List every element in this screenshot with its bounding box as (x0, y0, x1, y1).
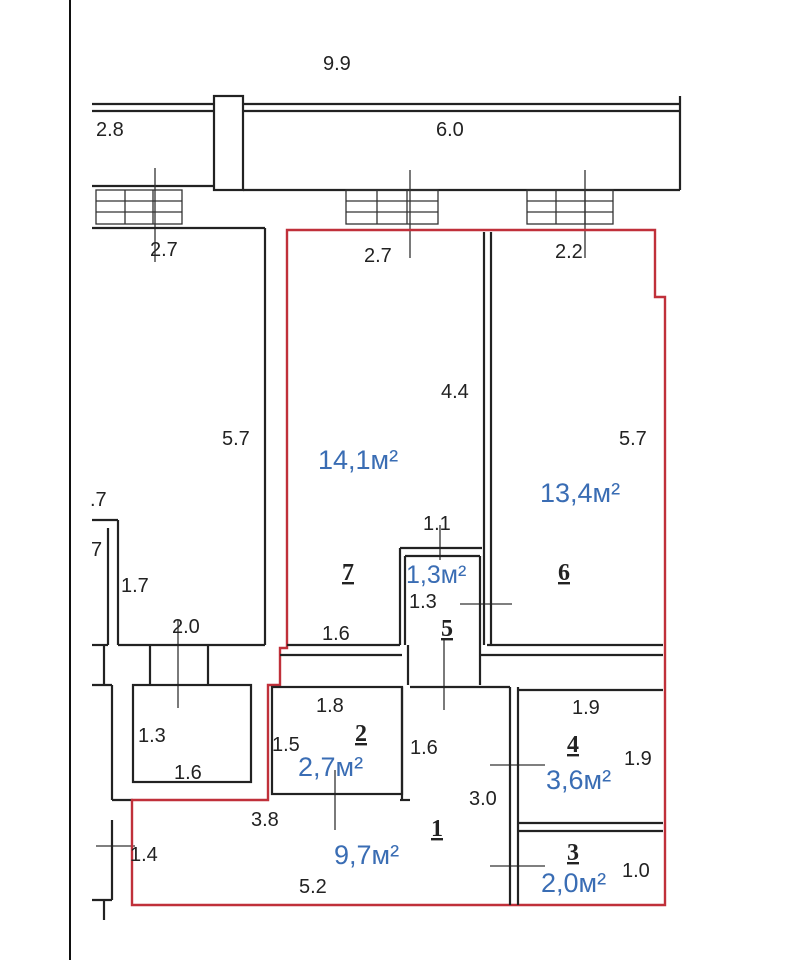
top-corridor (92, 94, 682, 192)
dim-left-edge-a: .7 (90, 489, 107, 511)
dim-small-room-bottom: 1.6 (174, 762, 202, 784)
dim-room5-top: 1.1 (423, 513, 451, 535)
dim-left-lower: 1.4 (130, 844, 158, 866)
room-labels: 14,1м² 7 13,4м² 6 1,3м² 5 2 2,7м² 4 3,6м… (298, 445, 620, 898)
dim-room5-side: 1.3 (409, 591, 437, 613)
dim-room4-side: 1.9 (624, 748, 652, 770)
room2-number: 2 (355, 721, 367, 747)
dim-top-total: 9.9 (323, 53, 351, 75)
room5-area: 1,3м² (406, 561, 466, 589)
room4-area: 3,6м² (546, 765, 611, 795)
dim-room2-side: 1.5 (272, 734, 300, 756)
room3-area: 2,0м² (541, 868, 606, 898)
room4-number: 4 (567, 732, 579, 758)
room7-number: 7 (342, 560, 354, 586)
room1-area: 9,7м² (334, 840, 399, 870)
dim-room7-side: 4.4 (441, 381, 469, 403)
room5-number: 5 (441, 616, 453, 642)
dim-room1-top: 3.8 (251, 809, 279, 831)
dim-room1-side: 3.0 (469, 788, 497, 810)
left-apartment (92, 226, 267, 920)
dim-room4-top: 1.9 (572, 697, 600, 719)
dim-room7-top: 2.7 (364, 245, 392, 267)
room1-number: 1 (431, 816, 443, 842)
dim-room3-side: 1.0 (622, 860, 650, 882)
interior-walls (270, 232, 663, 905)
room3-number: 3 (567, 840, 579, 866)
window-room6 (526, 189, 614, 225)
dim-left-room-top: 2.7 (150, 239, 178, 261)
dim-top-left: 2.8 (96, 119, 124, 141)
dim-hall-side: 1.6 (410, 737, 438, 759)
room2-area: 2,7м² (298, 752, 363, 782)
dim-room6-side: 5.7 (619, 428, 647, 450)
apartment-outline (130, 228, 667, 907)
window-left (95, 189, 183, 225)
dim-top-right: 6.0 (436, 119, 464, 141)
dim-left-inner: 1.7 (121, 575, 149, 597)
dim-room1-bottom: 5.2 (299, 876, 327, 898)
dim-room7-bottom: 1.6 (322, 623, 350, 645)
room7-area: 14,1м² (318, 445, 398, 475)
dim-small-room-side: 1.3 (138, 725, 166, 747)
dim-left-bottom: 2.0 (172, 616, 200, 638)
dimension-ticks (96, 168, 586, 867)
dim-room2-top: 1.8 (316, 695, 344, 717)
dim-left-room-side: 5.7 (222, 428, 250, 450)
dim-room6-top: 2.2 (555, 241, 583, 263)
room6-number: 6 (558, 560, 570, 586)
dimension-labels: 9.9 2.8 6.0 2.7 2.7 2.2 4.4 5.7 5.7 .7 7… (90, 53, 652, 898)
room6-area: 13,4м² (540, 478, 620, 508)
dim-left-edge-b: 7 (91, 539, 102, 561)
window-room7 (345, 189, 439, 225)
